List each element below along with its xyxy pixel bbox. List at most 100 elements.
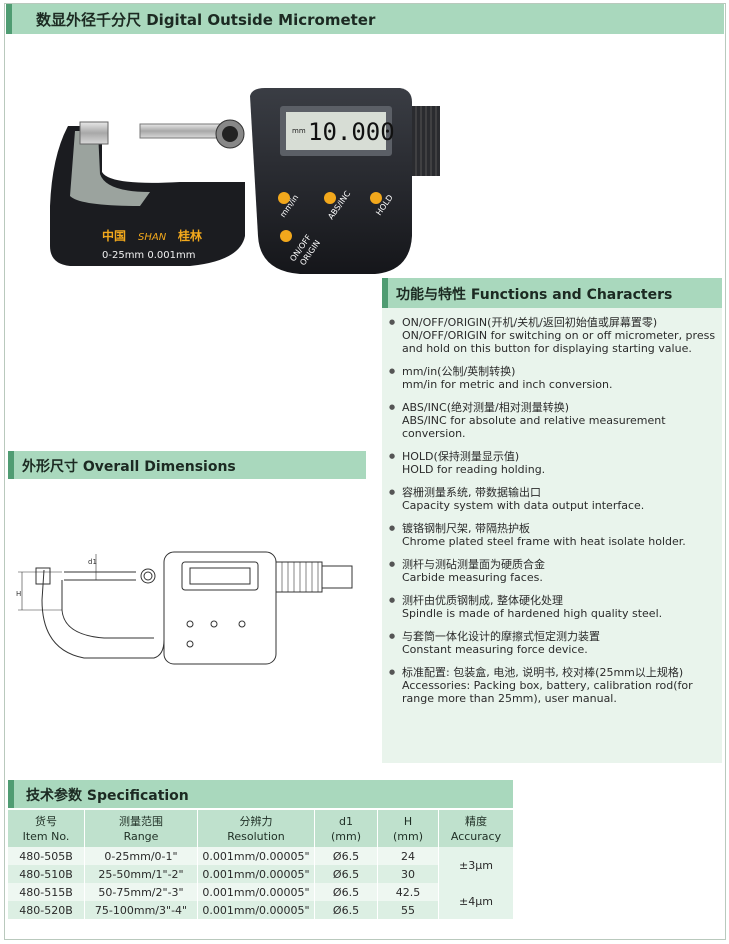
feature-en: ABS/INC for absolute and relative measur… [402,414,666,440]
header-en: (mm) [392,829,423,843]
cell-resolution: 0.001mm/0.00005" [197,847,315,865]
cell-accuracy: ±4μm [438,883,514,919]
page-frame [4,3,726,940]
list-item: ABS/INC(绝对测量/相对测量转换)ABS/INC for absolute… [388,401,722,440]
header-cn: H [403,814,413,828]
header-en: Range [123,829,159,843]
brand-city: 桂林 [177,228,202,243]
feature-cn: 测杆与测砧测量面为硬质合金 [402,558,545,571]
cell-resolution: 0.001mm/0.00005" [197,883,315,901]
dim-label-h: H [16,590,21,598]
cell-h: 55 [377,901,439,919]
feature-cn: ABS/INC(绝对测量/相对测量转换) [402,401,570,414]
header-cn: 测量范围 [119,814,163,828]
mm-in-button [278,192,290,204]
feature-cn: 容栅测量系统, 带数据输出口 [402,486,541,499]
header-en: (mm) [330,829,361,843]
feature-en: Capacity system with data output interfa… [402,499,645,512]
cell-resolution: 0.001mm/0.00005" [197,901,315,919]
dimensions-heading: 外形尺寸 Overall Dimensions [22,459,236,475]
cell-item: 480-515B [8,883,85,901]
cell-h: 24 [377,847,439,865]
brand-country: 中国 [102,228,126,243]
header-cn: d1 [339,814,353,828]
cell-range: 50-75mm/2"-3" [84,883,198,901]
functions-list: ON/OFF/ORIGIN(开机/关机/返回初始值或屏幕置零)ON/OFF/OR… [388,316,722,715]
on-off-button [280,230,292,242]
cell-d1: Ø6.5 [314,883,378,901]
micrometer-photo: mm 10.000 mm/in ABS/INC HOLD ON/OFF ORIG… [50,88,440,274]
table-row: 480-510B 25-50mm/1"-2" 0.001mm/0.00005" … [8,865,514,883]
cell-item: 480-520B [8,901,85,919]
list-item: HOLD(保持测量显示值)HOLD for reading holding. [388,450,722,476]
cell-range: 0-25mm/0-1" [84,847,198,865]
functions-heading-bar: 功能与特性 Functions and Characters [382,278,722,308]
cell-accuracy: ±3μm [438,847,514,883]
header-en: Accuracy [450,829,502,843]
cell-item: 480-505B [8,847,85,865]
feature-en: Spindle is made of hardened high quality… [402,607,663,620]
abs-inc-button [324,192,336,204]
brand-logo: SHAN [138,232,167,243]
feature-en: Accessories: Packing box, battery, calib… [402,679,693,705]
dim-label-d1: d1 [88,558,97,566]
dimensions-heading-bar: 外形尺寸 Overall Dimensions [8,451,366,479]
display-unit: mm [292,127,306,135]
dimension-drawing: H d1 [16,551,353,665]
list-item: ON/OFF/ORIGIN(开机/关机/返回初始值或屏幕置零)ON/OFF/OR… [388,316,722,355]
hold-button [370,192,382,204]
feature-cn: 镀铬钢制尺架, 带隔热护板 [402,522,530,535]
header-en: Resolution [227,829,285,843]
feature-cn: 测杆由优质钢制成, 整体硬化处理 [402,594,563,607]
feature-en: mm/in for metric and inch conversion. [402,378,613,391]
cell-item: 480-510B [8,865,85,883]
frame-spec-label: 0-25mm 0.001mm [102,250,195,261]
cell-h: 30 [377,865,439,883]
header-cn: 货号 [35,814,57,828]
table-row: 480-505B 0-25mm/0-1" 0.001mm/0.00005" Ø6… [8,847,514,883]
feature-cn: 标准配置: 包装盒, 电池, 说明书, 校对棒(25mm以上规格) [402,666,684,679]
cell-h: 42.5 [377,883,439,901]
feature-cn: HOLD(保持测量显示值) [402,450,520,463]
feature-cn: ON/OFF/ORIGIN(开机/关机/返回初始值或屏幕置零) [402,316,658,329]
page-title: 数显外径千分尺 Digital Outside Micrometer [36,11,376,29]
cell-resolution: 0.001mm/0.00005" [197,865,315,883]
cell-range: 75-100mm/3"-4" [84,901,198,919]
header-cn: 分辨力 [239,814,273,828]
cell-d1: Ø6.5 [314,901,378,919]
table-row: 480-520B 75-100mm/3"-4" 0.001mm/0.00005"… [8,901,514,919]
cell-d1: Ø6.5 [314,847,378,865]
feature-en: Carbide measuring faces. [402,571,543,584]
list-item: mm/in(公制/英制转换)mm/in for metric and inch … [388,365,722,391]
feature-en: ON/OFF/ORIGIN for switching on or off mi… [402,329,716,355]
spec-heading: 技术参数 Specification [26,788,189,804]
feature-cn: 与套筒一体化设计的摩擦式恒定测力装置 [402,630,600,643]
list-item: 标准配置: 包装盒, 电池, 说明书, 校对棒(25mm以上规格)Accesso… [388,666,722,705]
feature-en: Chrome plated steel frame with heat isol… [402,535,686,548]
feature-en: Constant measuring force device. [402,643,588,656]
page-title-bar: 数显外径千分尺 Digital Outside Micrometer [6,4,724,34]
display-value: 10.000 [308,118,395,146]
feature-en: HOLD for reading holding. [402,463,546,476]
header-cn: 精度 [465,814,487,828]
header-en: Item No. [22,829,70,843]
header-h: H(mm) [377,810,439,847]
cell-d1: Ø6.5 [314,865,378,883]
table-row: 480-515B 50-75mm/2"-3" 0.001mm/0.00005" … [8,883,514,919]
feature-cn: mm/in(公制/英制转换) [402,365,516,378]
functions-heading: 功能与特性 Functions and Characters [396,287,673,303]
header-d1: d1(mm) [314,810,378,847]
cell-range: 25-50mm/1"-2" [84,865,198,883]
spec-heading-bar: 技术参数 Specification [8,780,513,808]
